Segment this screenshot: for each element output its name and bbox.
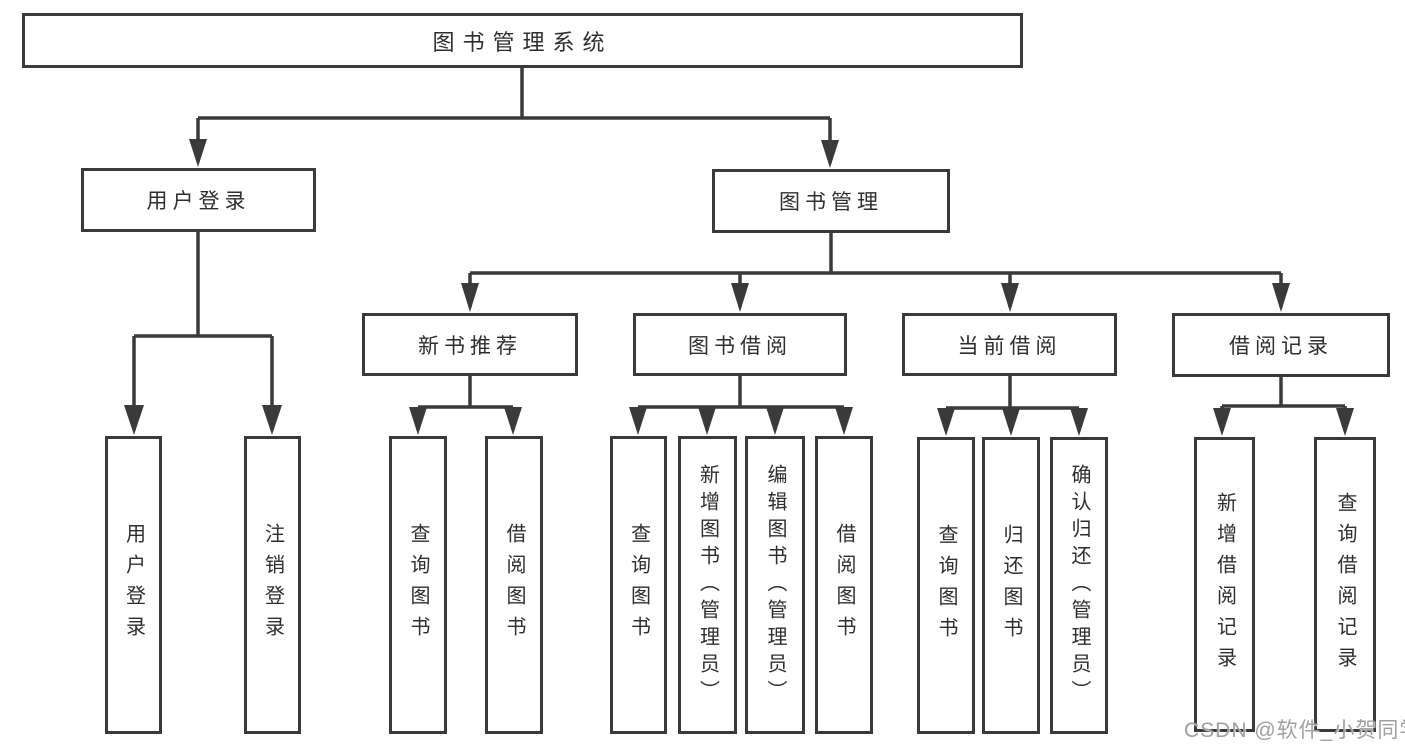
node-leaf-borrow-book-label: 借阅图书 <box>833 523 855 647</box>
node-current-borrow-label: 当前借阅 <box>957 334 1062 358</box>
node-borrow-records: 借阅记录 <box>1172 313 1390 377</box>
node-leaf-query-book-recommend-label: 查询图书 <box>407 523 429 647</box>
node-leaf-query-borrow-record: 查询借阅记录 <box>1314 437 1376 732</box>
node-leaf-confirm-return-admin-label: 确认归还（管理员） <box>1068 464 1090 707</box>
node-user-login-label: 用户登录 <box>146 190 251 213</box>
node-leaf-logout-label: 注销登录 <box>261 523 284 647</box>
node-leaf-edit-book-admin: 编辑图书（管理员） <box>745 436 805 734</box>
node-leaf-borrow-book: 借阅图书 <box>815 436 873 734</box>
node-leaf-logout: 注销登录 <box>244 436 301 734</box>
node-leaf-query-book-borrow: 查询图书 <box>610 436 667 734</box>
node-leaf-add-borrow-record-label: 新增借阅记录 <box>1213 491 1236 678</box>
node-leaf-edit-book-admin-label: 编辑图书（管理员） <box>764 463 786 707</box>
node-book-borrow-label: 图书借阅 <box>688 334 792 358</box>
node-leaf-user-login: 用户登录 <box>105 436 162 734</box>
node-leaf-add-book-admin: 新增图书（管理员） <box>678 436 737 734</box>
node-book-mgmt-label: 图书管理 <box>779 191 883 214</box>
node-leaf-return-book-label: 归还图书 <box>1000 523 1022 648</box>
node-user-login: 用户登录 <box>81 168 316 232</box>
connector-paths <box>132 68 1347 431</box>
arrowheads <box>124 139 1354 436</box>
node-root: 图书管理系统 <box>22 13 1023 68</box>
node-leaf-query-book-current-label: 查询图书 <box>935 523 957 648</box>
node-leaf-add-book-admin-label: 新增图书（管理员） <box>696 463 719 707</box>
csdn-watermark: CSDN @软件_小贺同学 <box>1184 719 1405 742</box>
node-leaf-add-borrow-record: 新增借阅记录 <box>1194 437 1255 732</box>
node-leaf-borrow-book-recommend-label: 借阅图书 <box>503 523 525 647</box>
node-leaf-query-book-recommend: 查询图书 <box>389 436 447 734</box>
node-book-borrow: 图书借阅 <box>633 313 847 376</box>
node-borrow-records-label: 借阅记录 <box>1229 335 1333 358</box>
node-leaf-confirm-return-admin: 确认归还（管理员） <box>1050 437 1108 734</box>
node-leaf-user-login-label: 用户登录 <box>122 523 145 647</box>
node-leaf-query-book-current: 查询图书 <box>917 437 975 734</box>
node-leaf-query-borrow-record-label: 查询借阅记录 <box>1334 491 1356 678</box>
node-root-label: 图书管理系统 <box>432 29 613 55</box>
node-new-book-rec: 新书推荐 <box>362 313 578 376</box>
node-current-borrow: 当前借阅 <box>902 313 1117 376</box>
node-book-mgmt: 图书管理 <box>712 169 950 233</box>
node-leaf-return-book: 归还图书 <box>982 437 1040 734</box>
node-leaf-borrow-book-recommend: 借阅图书 <box>485 436 543 734</box>
node-leaf-query-book-borrow-label: 查询图书 <box>627 523 650 647</box>
node-new-book-rec-label: 新书推荐 <box>418 334 522 358</box>
